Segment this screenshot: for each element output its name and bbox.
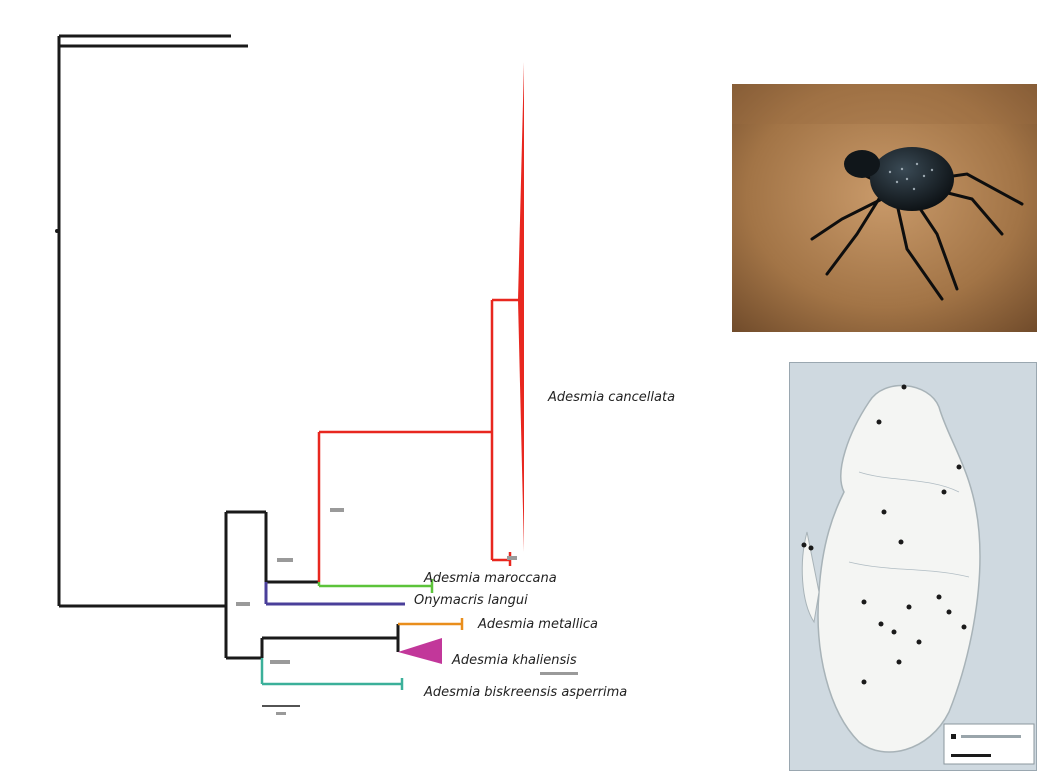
outgroup-branches [59,36,319,658]
cancellata-branches [319,300,518,582]
taxon-label-metallica: Adesmia metallica [477,617,598,632]
lower-clade-branches [262,624,398,652]
taxon-label-khaliensis: Adesmia khaliensis [451,653,577,668]
metallica-branch [398,618,462,630]
taxon-label-biskreensis: Adesmia biskreensis asperrima [423,685,627,700]
maroccana-branch [319,579,432,593]
cancellata-clade-triangle [518,62,524,552]
root-node [55,229,59,233]
khaliensis-clade-triangle [398,638,442,664]
taxon-label-cancellata: Adesmia cancellata [547,390,675,405]
beetle-photo [732,84,1037,332]
distribution-map [789,362,1037,771]
taxon-label-onymacris: Onymacris langui [414,593,528,608]
taxon-label-maroccana: Adesmia maroccana [423,571,557,586]
